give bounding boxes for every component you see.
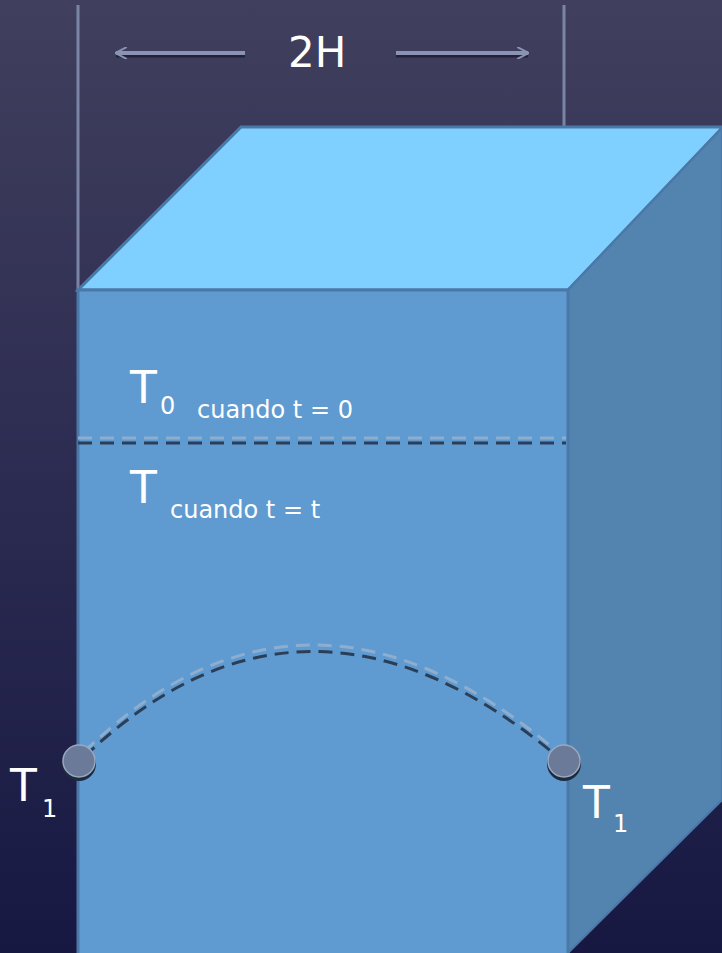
temperature-symbol: T (130, 366, 157, 410)
extension-line (77, 5, 80, 290)
dimension-arrow (396, 53, 528, 58)
subscript: 1 (42, 797, 57, 821)
temperature-symbol: T (10, 764, 37, 808)
subscript: 0 (160, 394, 175, 418)
dimension-arrow (116, 51, 245, 55)
front-face (78, 290, 568, 953)
profile-line (78, 442, 566, 445)
wall-point (548, 745, 580, 777)
temperature-symbol: T (130, 466, 157, 510)
dimension-label: 2H (288, 32, 346, 74)
dimension-arrow (396, 51, 528, 55)
profile-curve (84, 652, 558, 758)
time-note: cuando t = 0 (197, 398, 353, 422)
wall-point (63, 745, 95, 777)
subscript: 1 (613, 812, 628, 836)
profile-line (78, 437, 566, 440)
side-face (568, 128, 722, 953)
profile-curve (84, 645, 558, 752)
dimension-arrow (116, 53, 245, 58)
time-note: cuando t = t (170, 498, 320, 522)
temperature-symbol: T (583, 781, 610, 825)
